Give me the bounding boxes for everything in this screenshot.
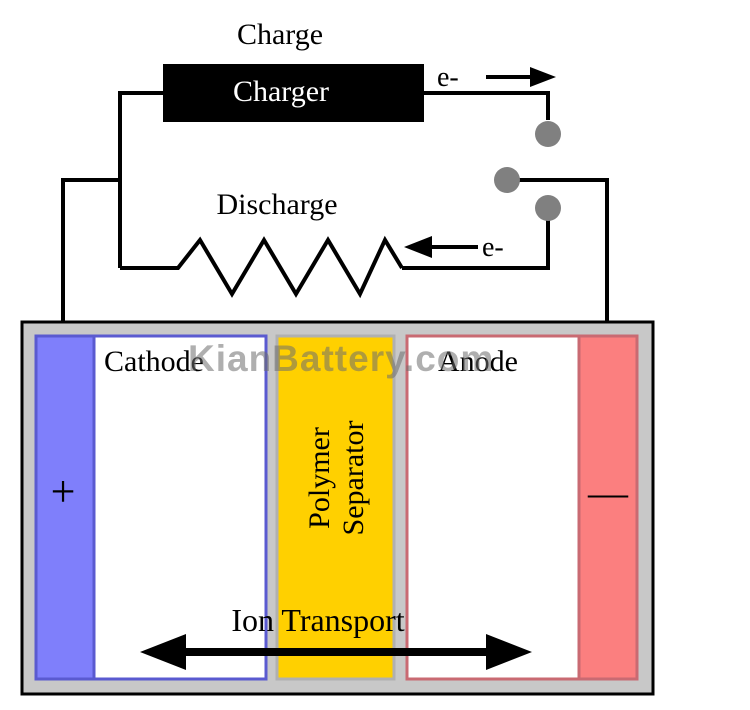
watermark: KianBattery.com — [188, 338, 494, 379]
electron-arrow-top — [486, 67, 556, 87]
ion-transport-arrow — [140, 634, 532, 670]
charger-label: Charger — [233, 75, 329, 108]
resistor — [120, 235, 404, 299]
separator-label: Polymer Separator — [303, 421, 370, 536]
separator-region — [275, 334, 396, 681]
switch-contact-discharge — [535, 195, 561, 221]
electron-label-top: e- — [437, 62, 459, 93]
cathode-region — [92, 334, 268, 681]
discharge-label: Discharge — [216, 188, 337, 221]
charger-box — [163, 64, 424, 122]
cathode-label: Cathode — [104, 345, 204, 378]
discharge-right-wire — [402, 220, 550, 270]
electron-label-bottom: e- — [482, 232, 504, 263]
plus-symbol: + — [51, 467, 76, 516]
electron-arrow-bottom — [404, 236, 478, 258]
circuit-wires — [61, 91, 609, 335]
minus-symbol: — — [587, 470, 629, 515]
charger-left-wire — [118, 91, 163, 268]
separator-label-line2: Separator — [337, 421, 370, 536]
anode-terminal — [577, 334, 639, 681]
cathode-terminal — [34, 334, 96, 681]
separator-label-line1: Polymer — [303, 427, 336, 529]
outer-wire — [61, 178, 120, 335]
charger-right-wire — [424, 91, 550, 120]
charge-label: Charge — [237, 18, 323, 51]
anode-label: Anode — [438, 345, 518, 378]
anode-wire — [518, 178, 609, 335]
ion-transport-label: Ion Transport — [231, 602, 404, 638]
switch-contact-charge — [535, 121, 561, 147]
anode-region — [405, 334, 581, 681]
switch-contact-common — [494, 167, 520, 193]
